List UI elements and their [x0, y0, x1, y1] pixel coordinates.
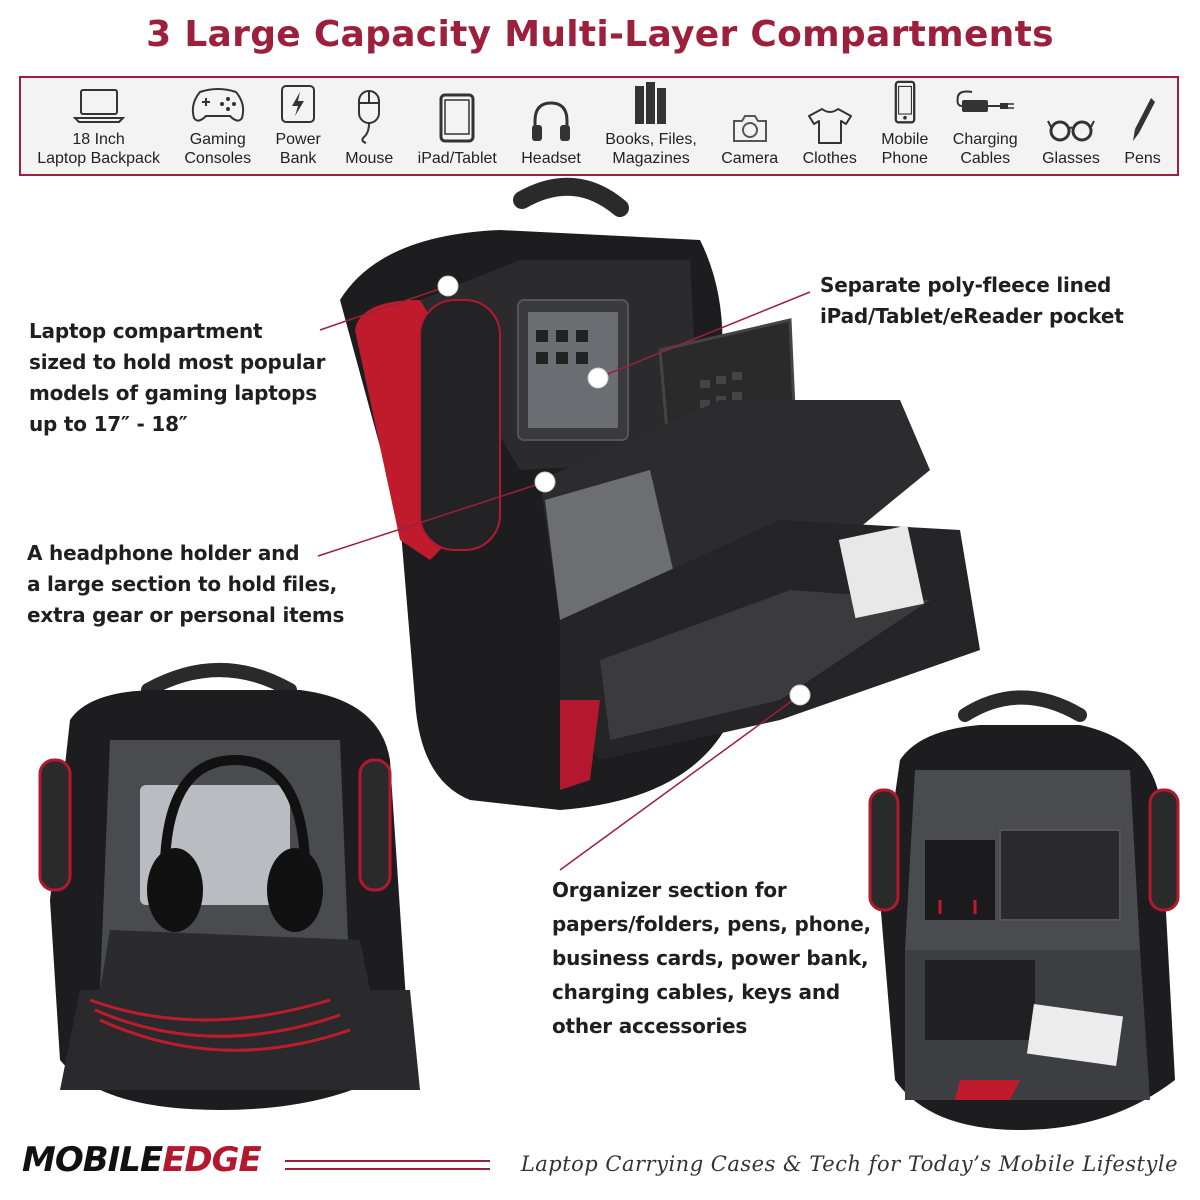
icon-item-glasses: Glasses	[1042, 80, 1100, 168]
charger-icon	[956, 90, 1015, 112]
callout-leaders	[317, 285, 811, 871]
icon-item-tablet: iPad/Tablet	[418, 80, 497, 168]
icon-item-pens: Pens	[1124, 80, 1161, 168]
books-icon	[635, 82, 667, 124]
callout-tablet-pocket: Separate poly-fleece lined iPad/Tablet/e…	[820, 273, 1124, 328]
mobile-edge-logo: MOBILEEDGE	[22, 1140, 262, 1180]
icon-label: 18 Inch Laptop Backpack	[37, 131, 160, 167]
footer-tagline: Laptop Carrying Cases & Tech for Today’s…	[520, 1152, 1178, 1176]
icon-label: Mouse	[345, 150, 394, 167]
page-title: 3 Large Capacity Multi-Layer Compartment…	[146, 14, 1054, 55]
icon-label: Mobile Phone	[881, 131, 929, 167]
icon-label: Pens	[1124, 150, 1161, 167]
icon-item-phone: Mobile Phone	[881, 80, 928, 168]
icon-item-power-bank: Power Bank	[275, 80, 321, 168]
callout-laptop-compartment: Laptop compartment sized to hold most po…	[29, 319, 326, 436]
icon-item-gaming: Gaming Consoles	[184, 80, 251, 168]
icon-label: Gaming Consoles	[184, 131, 252, 167]
icon-label: Power Bank	[275, 131, 321, 167]
phone-icon	[894, 80, 916, 124]
headset-icon	[532, 101, 571, 141]
camera-icon	[732, 115, 767, 142]
icon-label: Headset	[521, 150, 581, 167]
icon-label: iPad/Tablet	[417, 150, 497, 167]
icon-item-clothes: Clothes	[803, 80, 857, 168]
laptop-icon	[72, 89, 125, 123]
icon-item-laptop: 18 Inch Laptop Backpack	[37, 80, 160, 168]
callout-organizer-section: Organizer section for papers/folders, pe…	[552, 878, 871, 1038]
logo-text-mobile: MOBILE	[22, 1140, 163, 1180]
icon-label: Books, Files, Magazines	[605, 131, 697, 167]
icon-label: Camera	[721, 150, 779, 167]
pen-icon	[1132, 98, 1155, 141]
icon-item-books: Books, Files, Magazines	[605, 80, 697, 168]
icon-label: Charging Cables	[952, 131, 1018, 167]
capacity-icon-bar: 18 Inch Laptop Backpack Gaming Consoles …	[19, 76, 1179, 176]
main-backpack	[340, 177, 980, 810]
callout-headphone-holder: A headphone holder and a large section t…	[27, 541, 345, 627]
logo-text-edge: EDGE	[162, 1140, 262, 1180]
callout-dots	[437, 275, 811, 706]
footer-rule-top	[285, 1160, 490, 1162]
organizer-backpack	[868, 690, 1180, 1130]
icon-item-mouse: Mouse	[345, 80, 393, 168]
icon-label: Glasses	[1042, 150, 1100, 167]
power-bank-icon	[281, 85, 316, 123]
mouse-icon	[358, 90, 381, 144]
footer-rule-bottom	[285, 1168, 490, 1170]
headphone-backpack	[38, 663, 420, 1110]
glasses-icon	[1047, 120, 1095, 142]
icon-item-headset: Headset	[521, 80, 581, 168]
icon-item-charging-cables: Charging Cables	[953, 80, 1018, 168]
gamepad-icon	[191, 88, 244, 122]
icon-item-camera: Camera	[721, 80, 778, 168]
tablet-icon	[439, 93, 475, 143]
icon-label: Clothes	[802, 150, 857, 167]
tshirt-icon	[807, 108, 852, 144]
